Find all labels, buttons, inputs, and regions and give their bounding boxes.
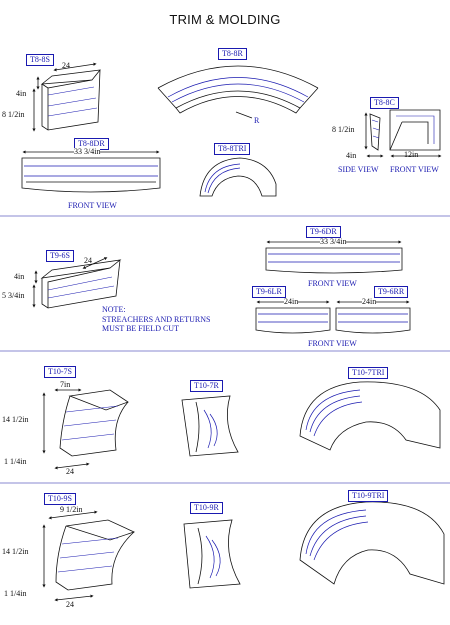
tag-t9-6dr: T9-6DR (306, 226, 341, 238)
t8-8r-radius: R (254, 116, 260, 125)
t10-9s-drawing (42, 510, 136, 602)
t10-7s-length: 24 (66, 467, 74, 476)
note-line-1: NOTE: (102, 305, 126, 314)
note-line-3: MUST BE FIELD CUT (102, 324, 179, 334)
t8-8s-length: 24 (62, 61, 70, 70)
tag-t9-6rr: T9-6RR (374, 286, 409, 298)
t9-6dr-length: 33 3/4in (320, 237, 347, 246)
tag-t10-7r: T10-7R (190, 380, 223, 392)
tag-t10-9s: T10-9S (44, 493, 76, 505)
front-view-2: FRONT VIEW (308, 339, 357, 348)
t10-7s-height: 14 1/2in (2, 415, 29, 424)
t8-8c-side-view: SIDE VIEW (338, 165, 379, 174)
t8-8dr-length: 33 3/4in (74, 147, 101, 156)
t9-6dr-front-view: FRONT VIEW (308, 279, 357, 288)
t9-6s-length: 24 (84, 256, 92, 265)
t8-8dr-drawing (21, 150, 161, 193)
t8-8s-height: 8 1/2in (2, 110, 25, 119)
tag-t9-6lr: T9-6LR (252, 286, 286, 298)
t10-7s-base: 1 1/4in (4, 457, 27, 466)
t9-6s-top: 4in (14, 272, 25, 281)
t9-6dr-drawing (265, 240, 403, 274)
tag-t8-8r: T8-8R (218, 48, 247, 60)
t9-6rr-length: 24in (362, 297, 377, 306)
tag-t10-7tri: T10-7TRI (348, 367, 389, 379)
tag-t10-7s: T10-7S (44, 366, 76, 378)
t8-8r-drawing (157, 65, 319, 119)
t10-9s-length: 24 (66, 600, 74, 609)
t9-6lr-length: 24in (284, 297, 299, 306)
t8-8c-front-view: FRONT VIEW (390, 165, 439, 174)
tag-t10-9tri: T10-9TRI (348, 490, 389, 502)
t8-8c-drawing (364, 109, 442, 158)
note-line-2: STREACHERS AND RETURNS (102, 314, 211, 324)
page-title: TRIM & MOLDING (169, 12, 281, 27)
t10-7tri-drawing (299, 381, 441, 451)
t9-6s-height: 5 3/4in (2, 291, 25, 300)
t8-8tri-drawing (199, 157, 277, 197)
t10-7r-drawing (181, 395, 239, 457)
t10-9s-height: 14 1/2in (2, 547, 29, 556)
tag-t10-9r: T10-9R (190, 502, 223, 514)
tag-t8-8s: T8-8S (26, 54, 54, 66)
tag-t8-8tri: T8-8TRI (214, 143, 251, 155)
tag-t8-8c: T8-8C (370, 97, 399, 109)
t8-8s-top: 4in (16, 89, 27, 98)
t10-7s-drawing (42, 388, 129, 470)
t10-9r-drawing (183, 519, 241, 589)
t10-9s-base: 1 1/4in (4, 589, 27, 598)
t8-8c-depth: 4in (346, 151, 357, 160)
t10-9tri-drawing (299, 501, 445, 585)
t8-8c-height: 8 1/2in (332, 125, 355, 134)
t8-8dr-front-view: FRONT VIEW (68, 201, 117, 210)
t10-9s-top: 9 1/2in (60, 505, 83, 514)
t8-8s-drawing (32, 62, 101, 132)
tag-t9-6s: T9-6S (46, 250, 74, 262)
t9-6s-drawing (32, 257, 122, 309)
t10-7s-top: 7in (60, 380, 71, 389)
t8-8c-width: 12in (404, 150, 419, 159)
t9-6lr-rr-drawing (255, 300, 411, 334)
note-text: NOTE: STREACHERS AND RETURNS MUST BE FIE… (102, 305, 210, 334)
